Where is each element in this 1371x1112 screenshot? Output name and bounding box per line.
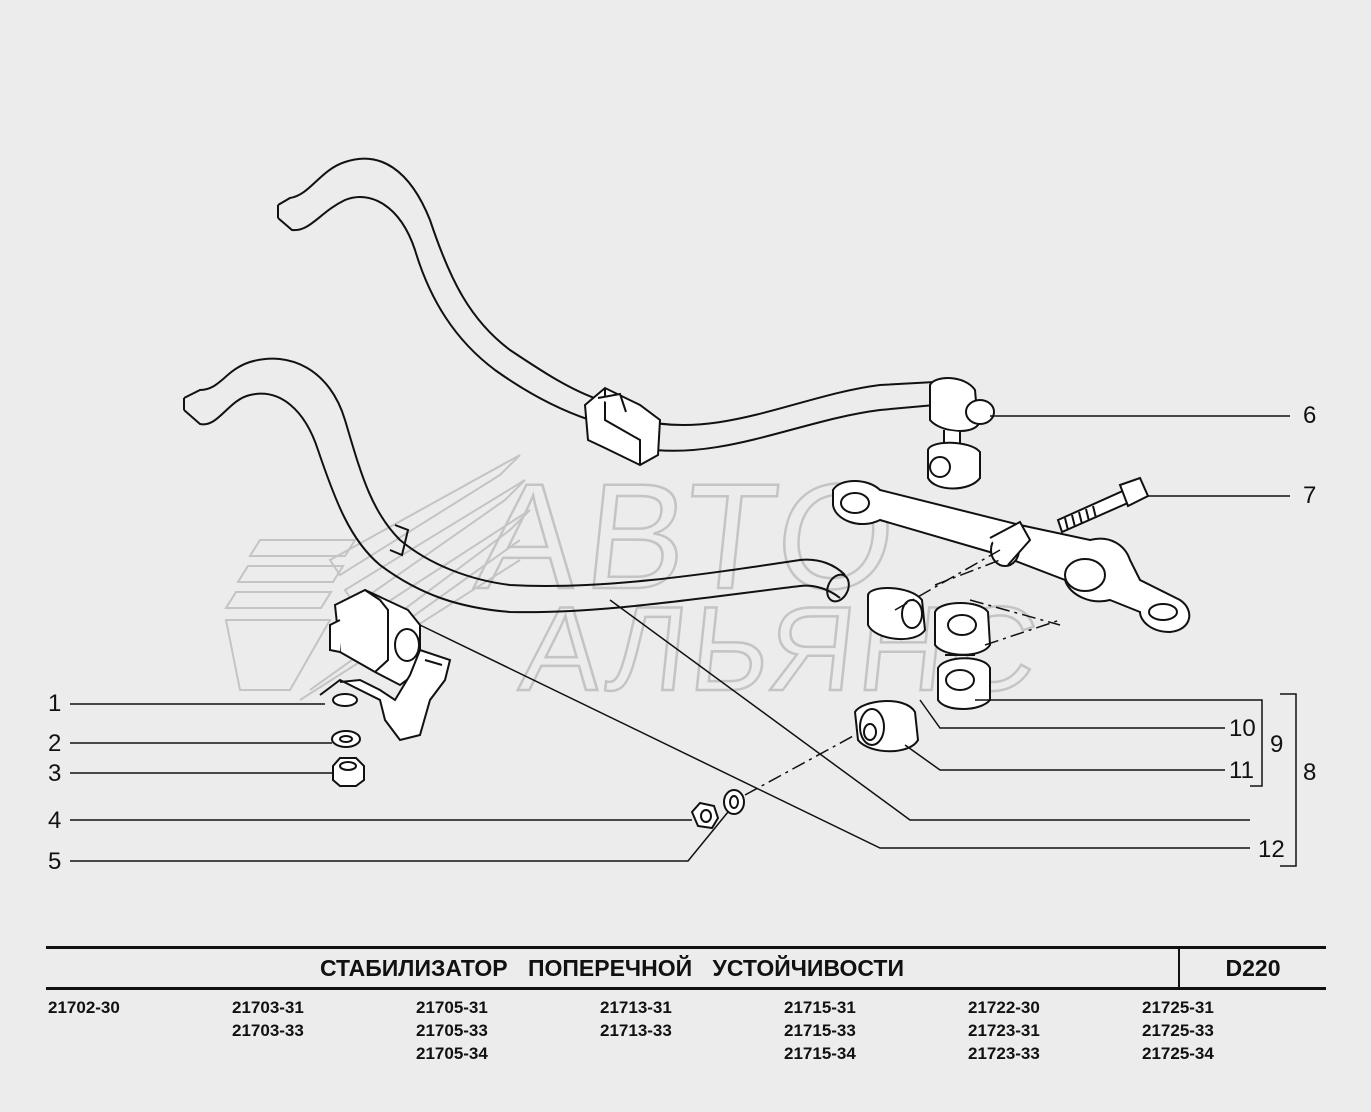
model-code: 21715-33 bbox=[784, 1021, 856, 1040]
watermark-logo bbox=[224, 454, 531, 701]
page-title: СТАБИЛИЗАТОР ПОПЕРЕЧНОЙ УСТОЙЧИВОСТИ bbox=[320, 954, 904, 981]
callout-5: 5 bbox=[48, 848, 62, 875]
bushing-10 bbox=[867, 587, 992, 710]
model-code: 21705-33 bbox=[416, 1021, 488, 1040]
model-column-4: 21713-31 21713-33 bbox=[600, 996, 672, 1042]
watermark: АВТО АЛЬЯНС bbox=[224, 451, 1049, 717]
callout-4: 4 bbox=[48, 807, 62, 834]
model-column-2: 21703-31 21703-33 bbox=[232, 996, 304, 1042]
model-code: 21715-34 bbox=[784, 1044, 856, 1063]
callout-6: 6 bbox=[1303, 402, 1317, 429]
callout-7: 7 bbox=[1303, 482, 1317, 509]
callout-9: 9 bbox=[1270, 731, 1284, 758]
stabilizer-bar-exploded-diagram: АВТО АЛЬЯНС bbox=[70, 157, 1297, 867]
callout-1: 1 bbox=[48, 690, 62, 717]
model-code: 21715-31 bbox=[784, 998, 856, 1017]
washer-2 bbox=[331, 730, 361, 748]
model-code: 21705-31 bbox=[416, 998, 488, 1017]
callout-3: 3 bbox=[48, 760, 62, 787]
upper-cushion bbox=[583, 386, 662, 467]
nut-3 bbox=[332, 757, 365, 787]
model-list: 21702-30 21703-31 21703-33 21705-31 2170… bbox=[46, 996, 1326, 1076]
callout-2: 2 bbox=[48, 730, 62, 757]
watermark-line1: АВТО bbox=[470, 452, 911, 620]
model-code: 21713-33 bbox=[600, 1021, 672, 1040]
model-code: 21702-30 bbox=[48, 998, 120, 1017]
model-code: 21725-33 bbox=[1142, 1021, 1214, 1040]
model-column-7: 21725-31 21725-33 21725-34 bbox=[1142, 996, 1214, 1065]
bushing-11 bbox=[853, 700, 920, 753]
model-code: 21723-33 bbox=[968, 1044, 1040, 1063]
nut-4 bbox=[690, 801, 720, 830]
model-code: 21703-33 bbox=[232, 1021, 304, 1040]
stabilizer-link-upper bbox=[927, 377, 995, 490]
bracket-with-cushion bbox=[319, 588, 452, 742]
model-code: 21703-31 bbox=[232, 998, 304, 1017]
title-divider bbox=[1178, 949, 1180, 987]
callout-8: 8 bbox=[1303, 759, 1317, 786]
stabilizer-bar bbox=[183, 157, 936, 614]
model-code: 21705-34 bbox=[416, 1044, 488, 1063]
bolt bbox=[1056, 476, 1150, 534]
suspension-arm bbox=[832, 480, 1191, 634]
diagram-code: D220 bbox=[1225, 954, 1281, 981]
model-code: 21725-34 bbox=[1142, 1044, 1214, 1063]
callout-10: 10 bbox=[1229, 715, 1256, 742]
washer-5 bbox=[723, 789, 745, 815]
model-code: 21722-30 bbox=[968, 998, 1040, 1017]
title-block: СТАБИЛИЗАТОР ПОПЕРЕЧНОЙ УСТОЙЧИВОСТИ D22… bbox=[46, 946, 1326, 990]
assembly-axes bbox=[744, 549, 1061, 796]
model-column-1: 21702-30 bbox=[48, 996, 120, 1019]
model-column-5: 21715-31 21715-33 21715-34 bbox=[784, 996, 856, 1065]
model-code: 21723-31 bbox=[968, 1021, 1040, 1040]
callout-12: 12 bbox=[1258, 836, 1285, 863]
model-code: 21713-31 bbox=[600, 998, 672, 1017]
model-column-6: 21722-30 21723-31 21723-33 bbox=[968, 996, 1040, 1065]
model-column-3: 21705-31 21705-33 21705-34 bbox=[416, 996, 488, 1065]
leader-lines bbox=[70, 415, 1297, 867]
model-code: 21725-31 bbox=[1142, 998, 1214, 1017]
callout-11: 11 bbox=[1229, 757, 1254, 784]
